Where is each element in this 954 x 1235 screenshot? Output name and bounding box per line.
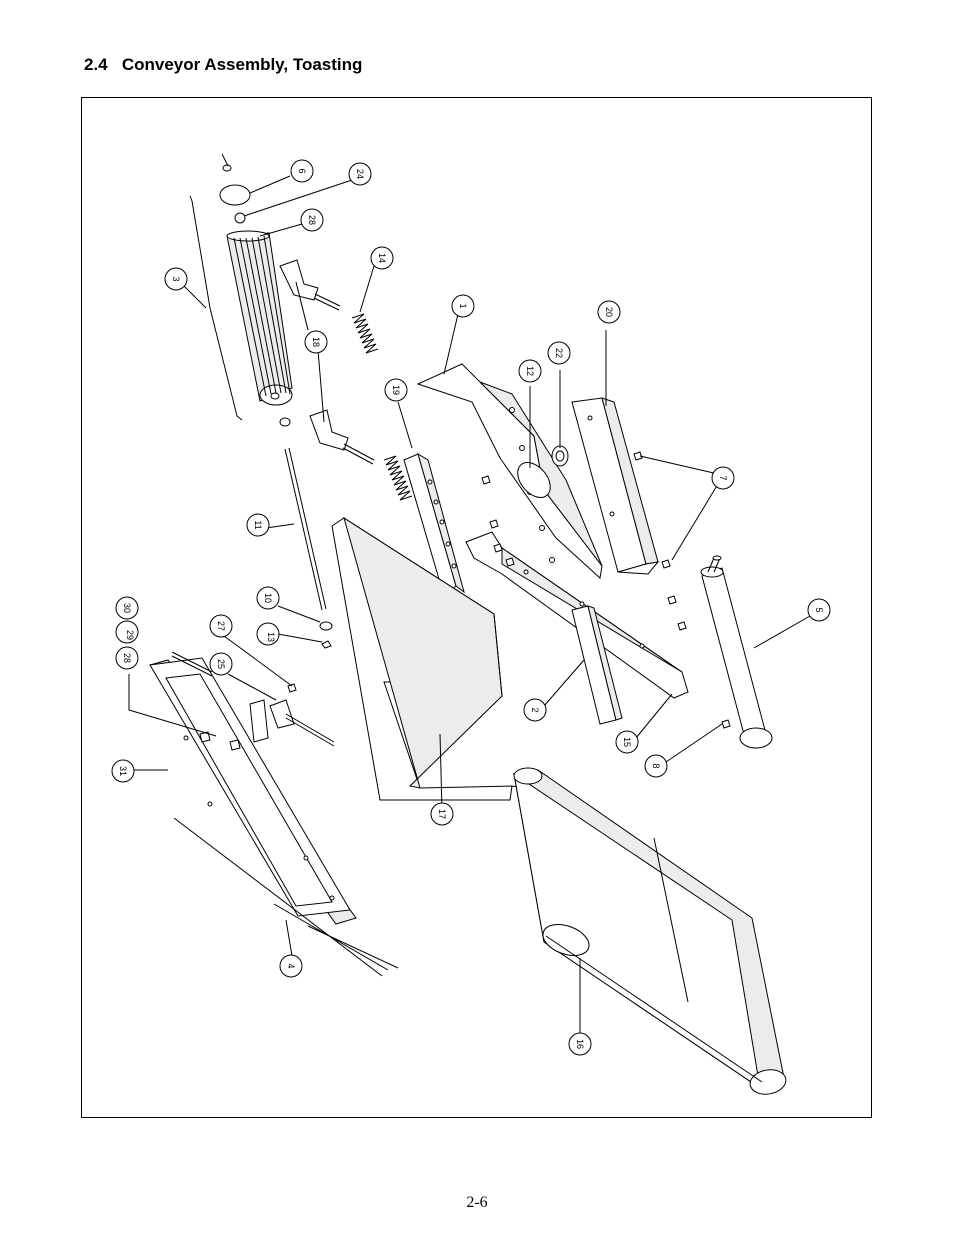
callout-7: 7 (711, 466, 735, 490)
svg-text:10: 10 (263, 593, 273, 603)
callout-15: 15 (615, 730, 639, 754)
callout-22: 22 (547, 341, 571, 365)
callout-28-lower: 28 (115, 646, 139, 670)
part-springs (351, 313, 413, 501)
svg-text:30: 30 (122, 603, 132, 613)
svg-text:22: 22 (554, 348, 564, 358)
part-shaft (284, 447, 333, 649)
section-number: 2.4 (84, 55, 108, 74)
svg-text:29: 29 (125, 630, 135, 640)
part-door-hardware (171, 651, 335, 751)
svg-text:12: 12 (525, 366, 535, 376)
exploded-diagram: 6 24 28 14 3 18 1 20 22 12 19 7 11 5 10 … (111, 153, 831, 1095)
page-number: 2-6 (466, 1194, 488, 1211)
callout-14: 14 (370, 246, 394, 270)
callout-12: 12 (518, 359, 542, 383)
callout-19: 19 (384, 378, 408, 402)
part-slotted-rail (403, 452, 465, 597)
svg-text:28: 28 (307, 215, 317, 225)
svg-text:8: 8 (651, 763, 661, 768)
callout-8: 8 (644, 754, 668, 778)
svg-text:1: 1 (458, 303, 468, 308)
callout-31: 31 (111, 759, 135, 783)
svg-text:24: 24 (355, 169, 365, 179)
section-title-text: Conveyor Assembly, Toasting (121, 55, 363, 74)
callout-11: 11 (246, 513, 270, 537)
callout-24: 24 (348, 162, 372, 186)
svg-text:4: 4 (286, 963, 296, 968)
svg-text:19: 19 (391, 385, 401, 395)
part-channel (571, 397, 660, 575)
leader-lines (128, 175, 811, 1040)
part-door-frame (149, 657, 399, 977)
callout-17: 17 (430, 802, 454, 826)
part-screws (481, 451, 731, 729)
part-knob (517, 445, 569, 498)
callout-6: 6 (290, 159, 314, 183)
svg-text:3: 3 (171, 276, 181, 281)
part-brackets (279, 259, 375, 465)
section-title: 2.4 Conveyor Assembly, Toasting (84, 55, 362, 75)
svg-text:11: 11 (253, 520, 263, 529)
callout-3: 3 (164, 267, 188, 291)
part-conveyor-belt (513, 767, 787, 1095)
callout-5: 5 (807, 598, 831, 622)
callout-28-upper: 28 (300, 208, 324, 232)
svg-text:28: 28 (122, 653, 132, 663)
part-roller-brush (189, 153, 293, 427)
callout-1: 1 (451, 294, 475, 318)
callout-29: 29 (115, 620, 139, 644)
svg-text:5: 5 (814, 607, 824, 612)
svg-text:13: 13 (266, 632, 276, 642)
svg-text:15: 15 (622, 737, 632, 747)
callout-4: 4 (279, 954, 303, 978)
svg-text:25: 25 (216, 659, 226, 669)
callout-27: 27 (209, 614, 233, 638)
callout-18: 18 (304, 330, 328, 354)
svg-text:14: 14 (377, 253, 387, 263)
svg-text:2: 2 (530, 707, 540, 712)
part-side-plate (331, 516, 553, 801)
callout-13: 13 (256, 622, 280, 646)
callout-30: 30 (115, 596, 139, 620)
callout-16: 16 (568, 1032, 592, 1056)
part-cylinder (700, 555, 773, 749)
callout-10: 10 (256, 586, 280, 610)
svg-text:7: 7 (718, 475, 728, 480)
part-lower-frame (465, 531, 689, 725)
svg-text:20: 20 (604, 307, 614, 317)
svg-text:6: 6 (297, 168, 307, 173)
callout-25: 25 (209, 652, 233, 676)
part-upper-frame (416, 363, 603, 579)
svg-text:16: 16 (575, 1039, 585, 1049)
svg-text:31: 31 (118, 766, 128, 776)
svg-text:27: 27 (216, 621, 226, 631)
callout-balloons: 6 24 28 14 3 18 1 20 22 12 19 7 11 5 10 … (111, 159, 831, 1056)
callout-20: 20 (597, 300, 621, 324)
callout-2: 2 (523, 698, 547, 722)
svg-text:17: 17 (437, 809, 447, 819)
svg-text:18: 18 (311, 337, 321, 347)
diagram-frame: 6 24 28 14 3 18 1 20 22 12 19 7 11 5 10 … (81, 97, 872, 1118)
